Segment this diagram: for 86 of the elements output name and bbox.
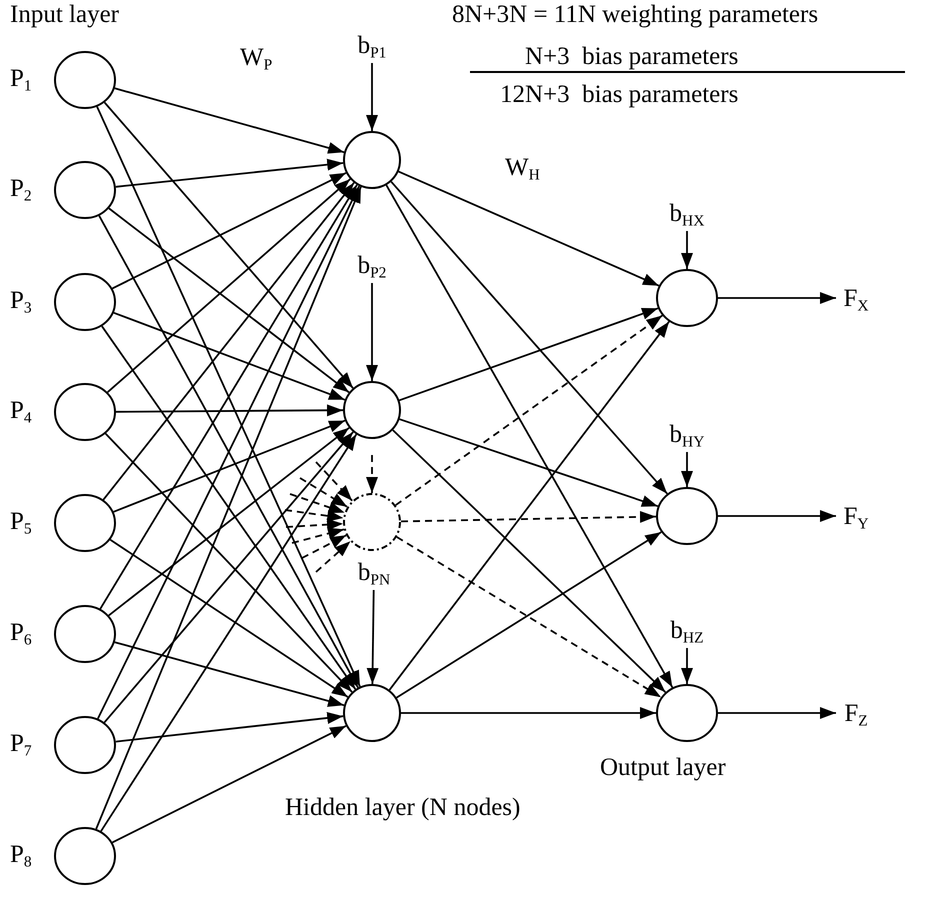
arrow <box>386 184 674 688</box>
dashed-arrow <box>302 534 347 559</box>
arrow <box>104 102 354 389</box>
arrow <box>718 510 836 522</box>
neuron-circle <box>54 161 116 219</box>
text-label: N+3 bias parameters <box>525 44 738 69</box>
neuron-circle <box>656 684 718 742</box>
neuron-circle <box>343 131 401 189</box>
neuron-circle <box>343 684 401 742</box>
dashed-arrow <box>300 477 348 508</box>
dashed-arrow <box>366 455 378 493</box>
arrow <box>112 172 346 290</box>
arrow <box>718 292 836 304</box>
dashed-arrow <box>315 461 353 502</box>
dashed-arrow <box>315 540 351 573</box>
neuron-circle <box>656 269 718 327</box>
neuron-circle <box>54 827 116 885</box>
dashed-neuron-circle <box>343 493 401 551</box>
arrow <box>390 181 668 494</box>
node-label: P$_{5}$ <box>10 509 32 534</box>
node-label: b$_{P1}$ <box>346 27 398 63</box>
dashed-arrow <box>400 510 656 523</box>
arrow <box>116 404 343 416</box>
node-label: F$_{X}$ <box>836 280 876 316</box>
arrow <box>113 420 346 513</box>
arrow <box>366 590 379 684</box>
text-label: 8N+3N = 11N weighting parameters <box>452 2 818 27</box>
arrow <box>116 712 344 742</box>
node-label: P$_{7}$ <box>10 731 32 756</box>
node-label: P$_{8}$ <box>10 842 32 867</box>
arrow <box>100 184 358 610</box>
arrow <box>114 641 344 707</box>
node-label: P$_{2}$ <box>10 176 32 201</box>
arrow <box>399 307 658 402</box>
node-label: b$_{HX}$ <box>658 195 716 231</box>
arrow <box>108 427 350 616</box>
arrow <box>116 158 344 188</box>
arrow <box>110 539 348 698</box>
dashed-arrow <box>290 493 345 514</box>
arrow <box>112 725 346 844</box>
neuron-circle <box>54 605 116 663</box>
arrow <box>100 434 358 832</box>
dashed-arrow <box>284 509 344 522</box>
arrow <box>681 452 693 487</box>
text-label: Input layer <box>10 2 119 27</box>
arrow <box>392 429 666 693</box>
node-label: F$_{Y}$ <box>836 498 876 534</box>
node-label: b$_{HZ}$ <box>658 612 716 648</box>
arrow <box>399 418 658 508</box>
dashed-arrow <box>286 518 344 531</box>
arrow <box>102 182 355 500</box>
arrow <box>96 106 361 687</box>
neuron-circle <box>54 51 116 109</box>
text-label: W$_{P}$ <box>240 45 272 70</box>
node-label: P$_{4}$ <box>10 398 32 423</box>
arrow <box>401 707 656 719</box>
neuron-circle <box>54 494 116 552</box>
text-label: Hidden layer (N nodes) <box>285 795 520 820</box>
neuron-circle <box>54 273 116 331</box>
node-label: b$_{HY}$ <box>658 416 716 452</box>
arrow <box>366 63 378 131</box>
arrow <box>398 170 660 287</box>
text-label: W$_{H}$ <box>505 155 540 180</box>
neuron-circle <box>54 716 116 774</box>
node-label: F$_{Z}$ <box>836 695 876 731</box>
text-label: 12N+3 bias parameters <box>500 82 738 107</box>
node-label: b$_{PN}$ <box>348 554 400 590</box>
arrow <box>388 321 670 690</box>
arrow <box>681 648 693 684</box>
node-label: P$_{1}$ <box>10 66 32 91</box>
neuron-circle <box>656 487 718 545</box>
neuron-circle <box>54 383 116 441</box>
arrow <box>681 231 693 269</box>
dashed-arrow <box>395 314 663 506</box>
node-label: P$_{3}$ <box>10 288 32 313</box>
node-label: P$_{6}$ <box>10 620 32 645</box>
neuron-circle <box>343 381 401 439</box>
arrow <box>366 283 378 381</box>
arrow <box>95 186 362 830</box>
arrow <box>114 87 344 154</box>
node-label: b$_{P2}$ <box>346 247 398 283</box>
arrow <box>113 312 346 401</box>
arrow <box>101 326 356 690</box>
arrow <box>718 707 836 719</box>
text-label: Output layer <box>600 755 726 780</box>
dashed-arrow <box>292 528 344 544</box>
